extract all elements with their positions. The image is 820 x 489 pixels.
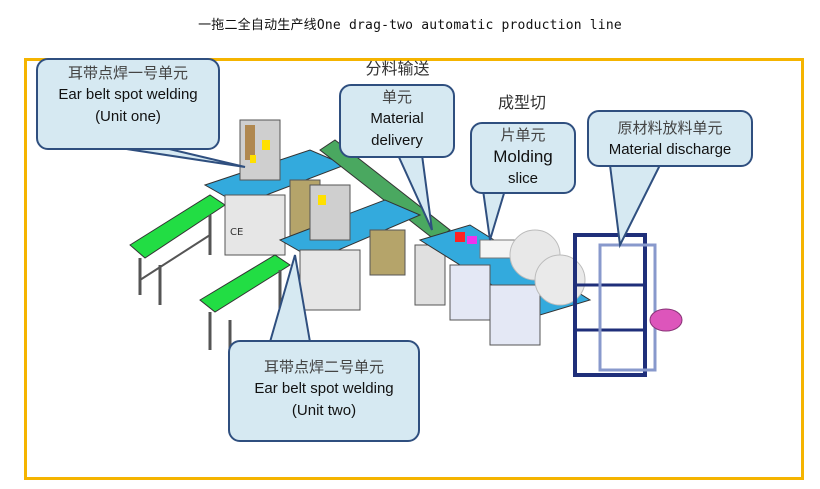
ce-mark: CE [230, 227, 243, 238]
material-discharge-zh: 原材料放料单元 [617, 119, 723, 137]
callout-unit-one-en1: Ear belt spot welding [58, 86, 198, 103]
callout-unit-two: 耳带点焊二号单元 Ear belt spot welding (Unit two… [228, 340, 420, 442]
machine-unit-two [278, 184, 422, 311]
material-discharge-en: Material discharge [608, 141, 732, 158]
conveyor-unit-two [199, 254, 291, 360]
callout-unit-one-zh: 耳带点焊一号单元 [67, 64, 188, 82]
callout-unit-two-zh: 耳带点焊二号单元 [263, 358, 384, 376]
callout-material-discharge: 原材料放料单元 Material discharge [587, 110, 753, 167]
molding-slice-zh1: 成型切 [497, 93, 546, 112]
diagram-frame [24, 58, 804, 480]
molding-slice-zh2: 片单元 [500, 126, 546, 144]
callout-unit-one: 耳带点焊一号单元 Ear belt spot welding (Unit one… [36, 58, 220, 150]
callout-unit-one-en2: (Unit one) [95, 108, 161, 125]
callout-material-delivery: 单元 Material delivery [339, 84, 455, 158]
material-delivery-en2: delivery [371, 132, 423, 149]
material-delivery-en1: Material [370, 110, 424, 127]
material-delivery-zh1: 分料输送 [365, 59, 430, 78]
machine-material-discharge [509, 229, 683, 377]
molding-slice-en1: Molding [493, 147, 553, 166]
diagram-title: 一拖二全自动生产线One drag-two automatic producti… [198, 18, 622, 33]
callout-unit-two-en1: Ear belt spot welding [254, 380, 394, 397]
molding-slice-en2: slice [507, 170, 538, 187]
callout-unit-two-en2: (Unit two) [291, 402, 357, 419]
callout-molding-slice: 片单元 Molding slice [470, 122, 576, 194]
conveyor-unit-one [129, 194, 226, 305]
material-delivery-zh2: 单元 [381, 88, 412, 106]
